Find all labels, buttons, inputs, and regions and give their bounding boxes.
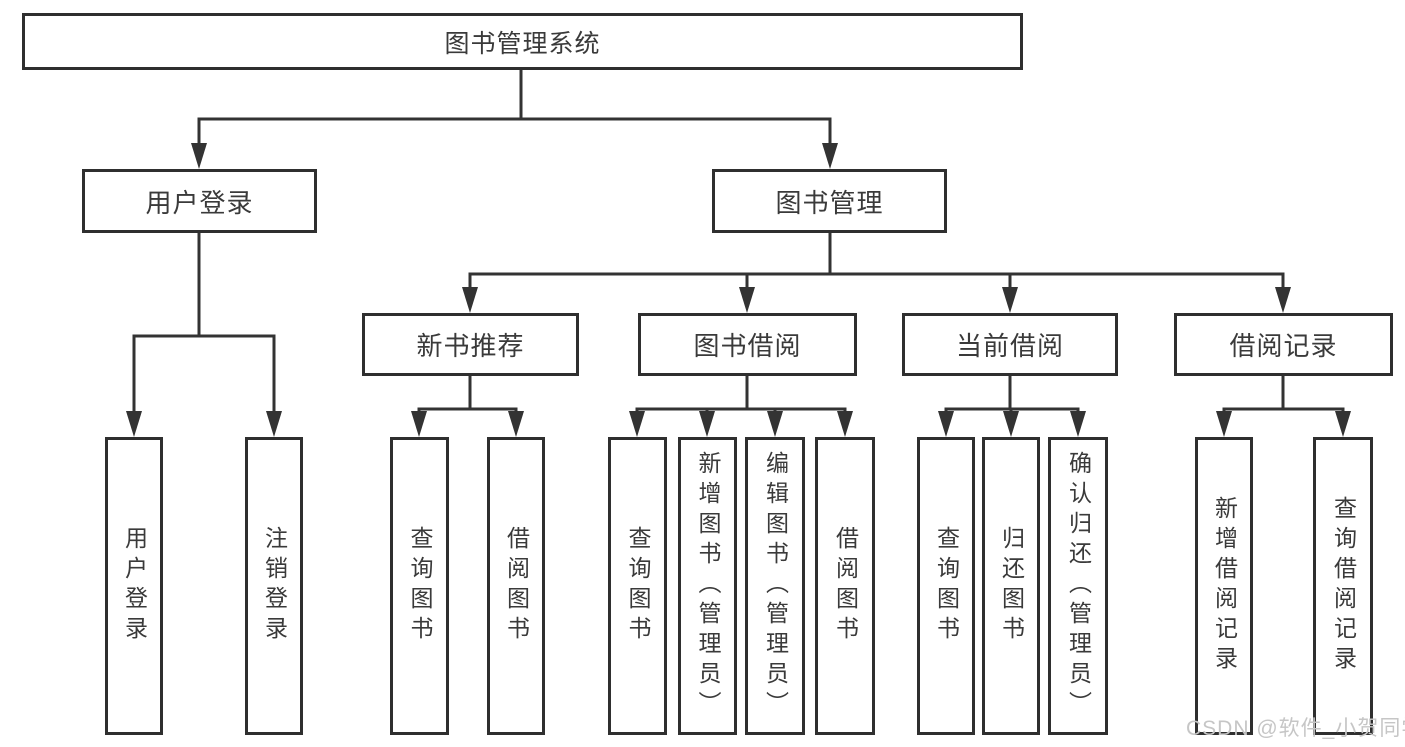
arrowhead [1070, 411, 1086, 437]
arrowhead [1002, 287, 1018, 313]
node-borrow-records: 借阅记录 [1174, 313, 1393, 376]
arrowhead [629, 411, 645, 437]
leaf-edit-book-admin: 编辑图书（管理员） [745, 437, 805, 735]
node-new-book-recommend: 新书推荐 [362, 313, 579, 376]
connector-user-login-subtree [132, 233, 276, 414]
leaf-query-books-current: 查询图书 [917, 437, 975, 735]
node-book-borrow: 图书借阅 [638, 313, 857, 376]
connector-new-book-recommend-subtree [417, 374, 518, 414]
arrowhead [767, 411, 783, 437]
connector-borrow-records-subtree [1222, 374, 1345, 414]
node-library-management-system: 图书管理系统 [22, 13, 1023, 70]
leaf-add-borrow-record: 新增借阅记录 [1195, 437, 1253, 735]
leaf-query-borrow-record: 查询借阅记录 [1313, 437, 1373, 735]
connector-current-borrow-subtree [944, 374, 1080, 414]
arrowhead [411, 411, 427, 437]
leaf-return-book: 归还图书 [982, 437, 1040, 735]
arrowhead [837, 411, 853, 437]
arrowhead [462, 287, 478, 313]
arrowhead [938, 411, 954, 437]
leaf-borrow-books-2: 借阅图书 [815, 437, 875, 735]
leaf-user-login: 用户登录 [105, 437, 163, 735]
arrowhead [1003, 411, 1019, 437]
leaf-add-book-admin: 新增图书（管理员） [678, 437, 737, 735]
arrowhead [699, 411, 715, 437]
arrowhead [508, 411, 524, 437]
leaf-logout-login: 注销登录 [245, 437, 303, 735]
connector-book-borrow-subtree [635, 374, 847, 414]
watermark-text: CSDN @软件_小贺同学 [1186, 717, 1405, 740]
arrowhead [191, 143, 207, 169]
node-user-login: 用户登录 [82, 169, 317, 233]
leaf-query-books-borrow: 查询图书 [608, 437, 667, 735]
leaf-query-books-recommend: 查询图书 [390, 437, 449, 735]
arrowhead [266, 411, 282, 437]
arrowhead [1335, 411, 1351, 437]
node-book-management: 图书管理 [712, 169, 947, 233]
arrowhead [126, 411, 142, 437]
leaf-borrow-books-recommend: 借阅图书 [487, 437, 545, 735]
connector-book-management-to-level3 [468, 233, 1285, 290]
arrowhead [1275, 287, 1291, 313]
connector-root-to-level2 [197, 68, 832, 146]
leaf-confirm-return-admin: 确认归还（管理员） [1048, 437, 1108, 735]
arrowhead [739, 287, 755, 313]
node-current-borrow: 当前借阅 [902, 313, 1118, 376]
arrowhead [822, 143, 838, 169]
arrowhead [1216, 411, 1232, 437]
